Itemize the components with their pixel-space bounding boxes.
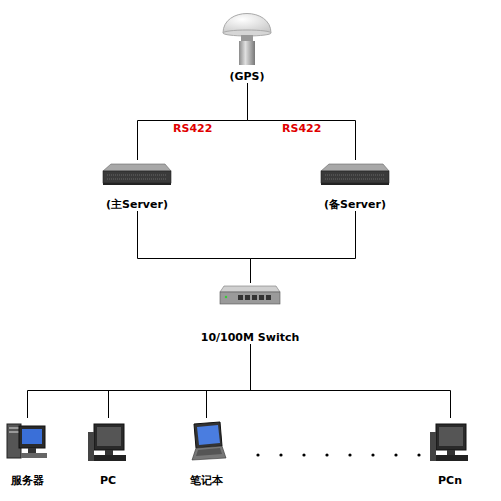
- node-label: (主Server): [106, 198, 168, 211]
- network-link: [109, 344, 251, 418]
- network-link: [248, 83, 356, 160]
- device-node: PC: [88, 418, 128, 487]
- gps-antenna-node: (GPS): [207, 3, 287, 83]
- network-link: [251, 211, 356, 283]
- desktop-pc: [88, 418, 128, 464]
- device-node: 服务器: [0, 418, 54, 487]
- network-link: [28, 344, 251, 418]
- signal-label: RS422: [173, 123, 212, 135]
- node-label: 服务器: [11, 474, 44, 487]
- network-link: [138, 211, 251, 283]
- node-label: PCn: [438, 474, 462, 487]
- rack-server: [319, 160, 391, 188]
- gps-antenna: [217, 3, 277, 67]
- node-label: (GPS): [229, 70, 264, 83]
- laptop: [184, 418, 228, 464]
- network-link: [138, 83, 248, 160]
- desktop-pc: [430, 418, 470, 464]
- switch-node: 10/100M Switch: [190, 283, 310, 344]
- node-label: (备Server): [324, 198, 386, 211]
- signal-label: RS422: [282, 123, 321, 135]
- network-switch: [218, 283, 282, 309]
- node-label: 10/100M Switch: [201, 331, 300, 344]
- rack-server: [101, 160, 173, 188]
- ellipsis-dots: [256, 453, 420, 456]
- server-node: (备Server): [303, 160, 407, 211]
- node-label: 笔记本: [190, 474, 223, 487]
- network-link: [207, 344, 251, 418]
- device-node: 笔记本: [182, 418, 230, 487]
- node-label: PC: [100, 474, 116, 487]
- server-node: (主Server): [85, 160, 189, 211]
- server-computer: [5, 418, 49, 464]
- network-link: [251, 344, 451, 418]
- device-node: PCn: [430, 418, 470, 487]
